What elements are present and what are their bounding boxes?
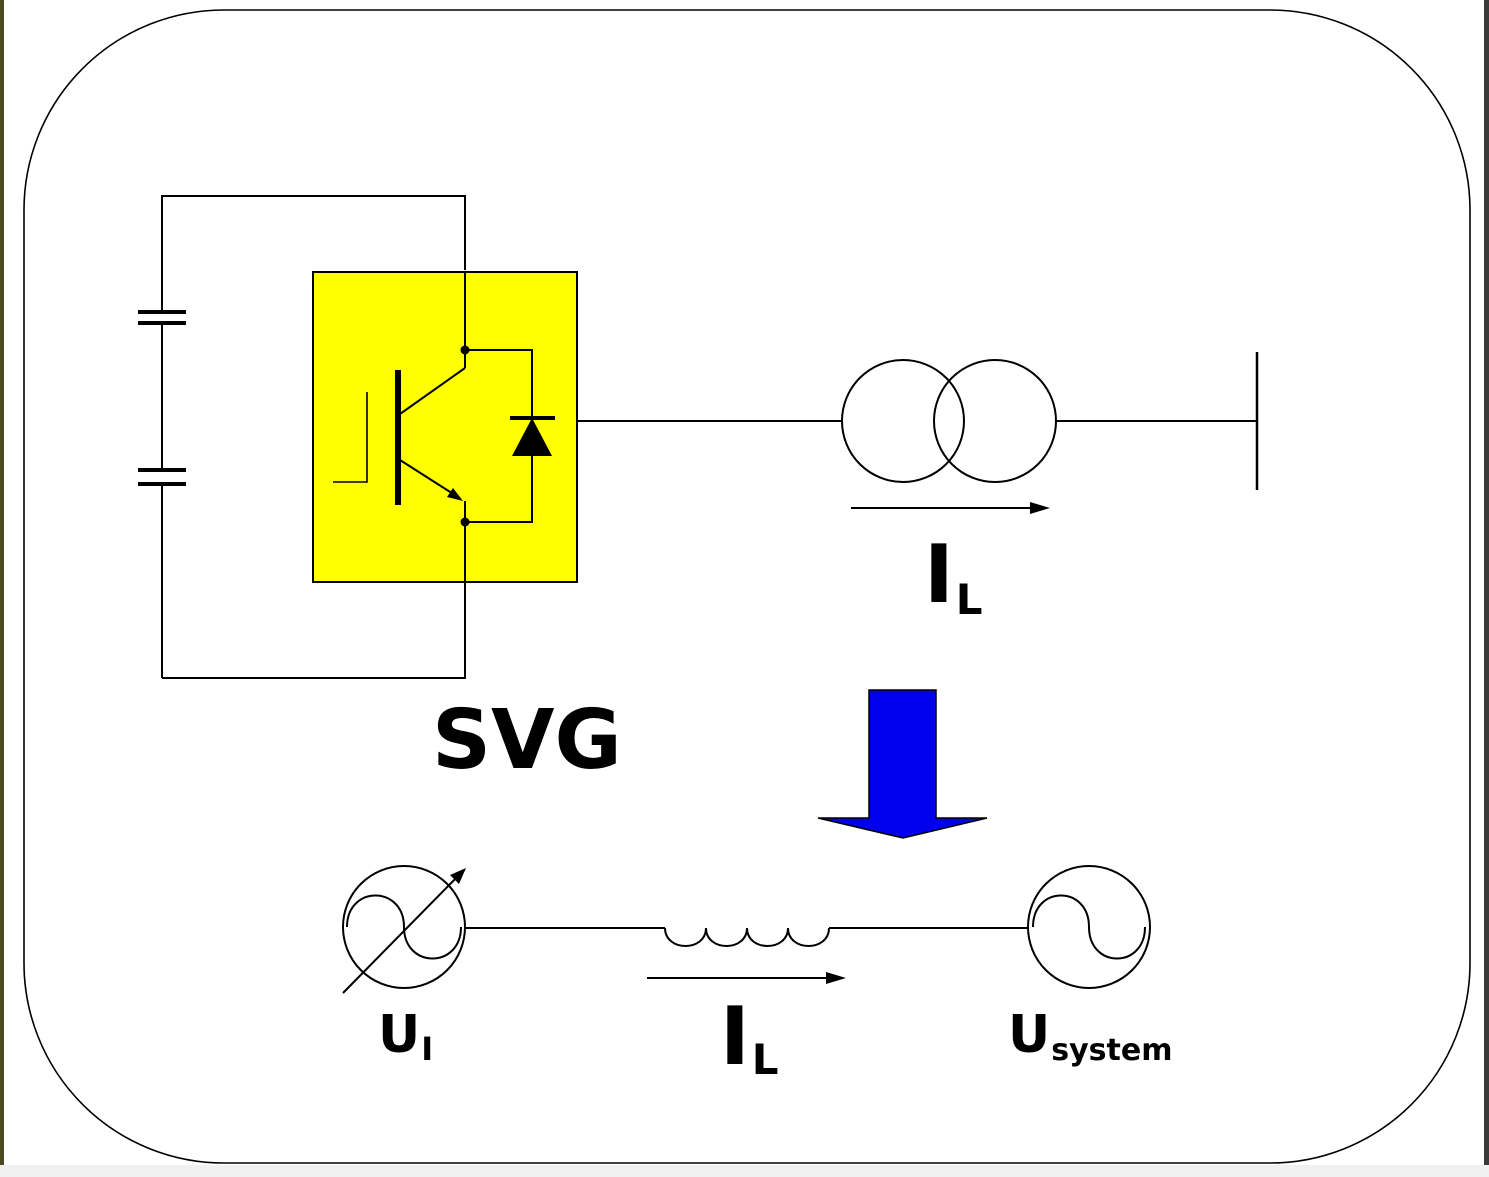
- diagram-frame: [23, 9, 1471, 1164]
- bottom-current-arrow: [647, 972, 846, 984]
- source-right-label: Usystem: [1008, 1005, 1172, 1068]
- left-edge-bar: [0, 0, 4, 1177]
- capacitor-top: [138, 310, 186, 325]
- igbt-symbol: [333, 272, 470, 582]
- variable-ac-source-icon: [342, 865, 466, 994]
- transformer-symbol: [841, 359, 1057, 483]
- freewheel-diode: [465, 349, 555, 523]
- system-ac-source-icon: [1027, 865, 1151, 989]
- right-edge-bar: [1484, 0, 1489, 1177]
- transform-arrow: [817, 689, 988, 839]
- svg-title-label: SVG: [432, 693, 622, 788]
- svg-module-box: [312, 271, 578, 583]
- dc-link-loop: [161, 195, 466, 679]
- bottom-current-label: IL: [720, 990, 779, 1084]
- capacitor-bottom: [138, 468, 186, 486]
- source-left-label: UI: [378, 1005, 433, 1068]
- top-current-label: IL: [924, 528, 983, 624]
- top-current-arrow: [851, 502, 1050, 514]
- inductor-icon: [664, 927, 830, 947]
- bottom-strip: [0, 1165, 1489, 1177]
